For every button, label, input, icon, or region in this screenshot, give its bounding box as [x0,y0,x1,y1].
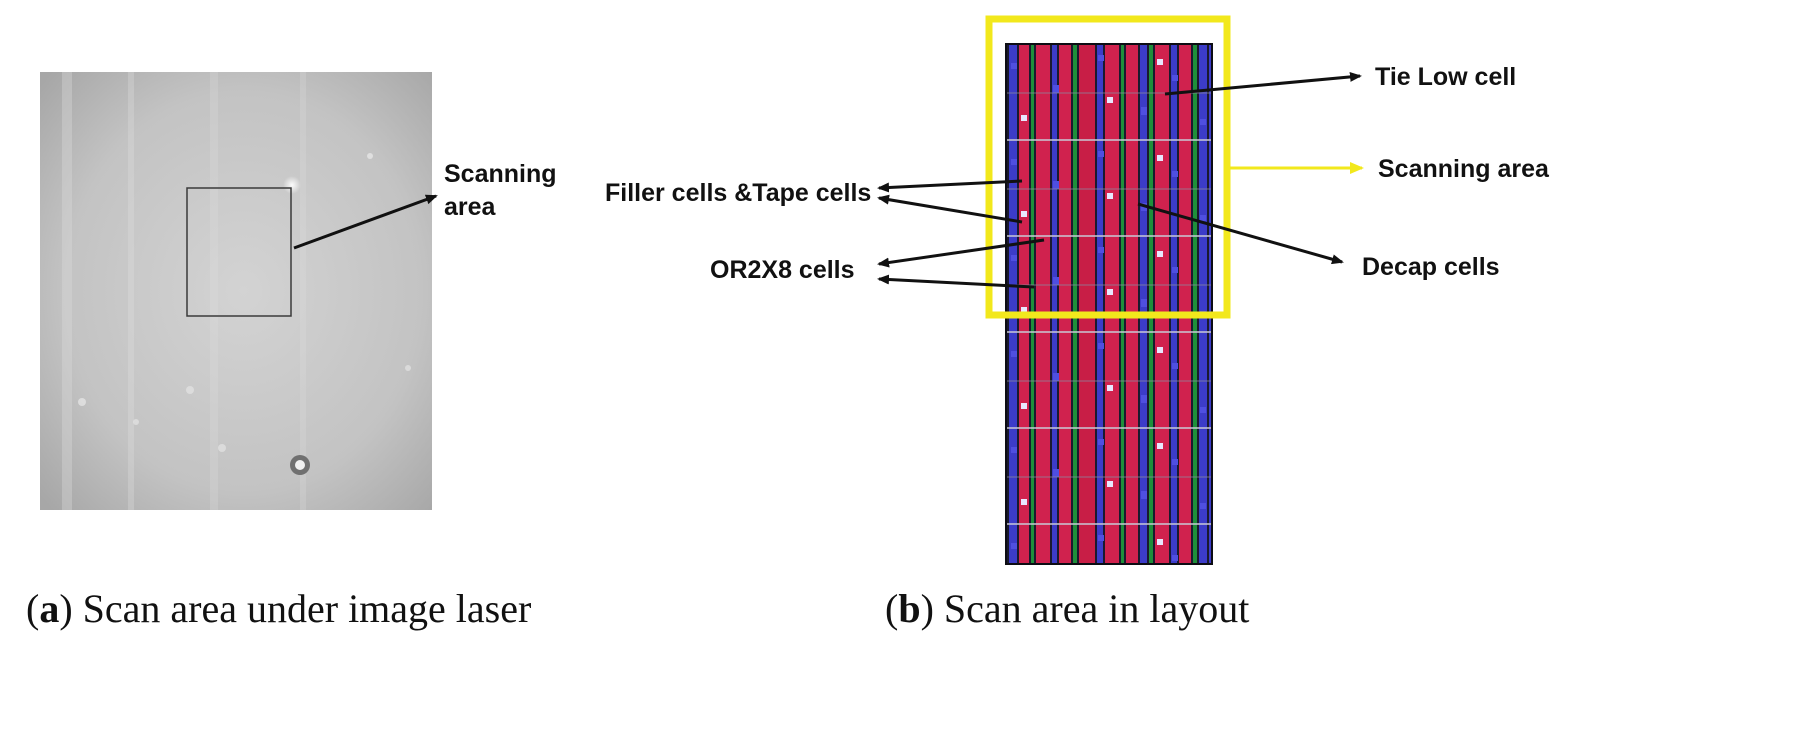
decap-arrow [1137,202,1344,265]
scan-area-arrow [293,194,438,250]
caption-b-text: Scan area in layout [943,586,1250,631]
filler-arrow-2 [877,194,1023,224]
filler-tape-label: Filler cells &Tape cells [605,179,872,207]
scanning-area-label-a: Scanning area [444,160,557,221]
or2x8-arrow-2 [877,274,1035,289]
filler-arrow-1 [877,179,1023,193]
scan-area-box [186,187,292,317]
decap-label: Decap cells [1362,253,1500,281]
or2x8-label: OR2X8 cells [710,256,855,284]
tie-low-arrow [1164,71,1362,96]
or2x8-arrow-1 [877,238,1045,268]
bright-speck [283,176,301,194]
caption-a-letter: a [39,586,60,631]
scanning-area-label-b: Scanning area [1378,155,1549,183]
caption-b-letter: b [898,586,921,631]
caption-a: (a) Scan area under image laser [26,586,532,631]
layout-image [1005,43,1213,565]
scanning-area-highlight [985,15,1231,319]
caption-a-text: Scan area under image laser [82,586,532,631]
laser-image [40,72,432,510]
tie-low-label: Tie Low cell [1375,63,1517,91]
caption-b: (b) Scan area in layout [885,586,1250,631]
